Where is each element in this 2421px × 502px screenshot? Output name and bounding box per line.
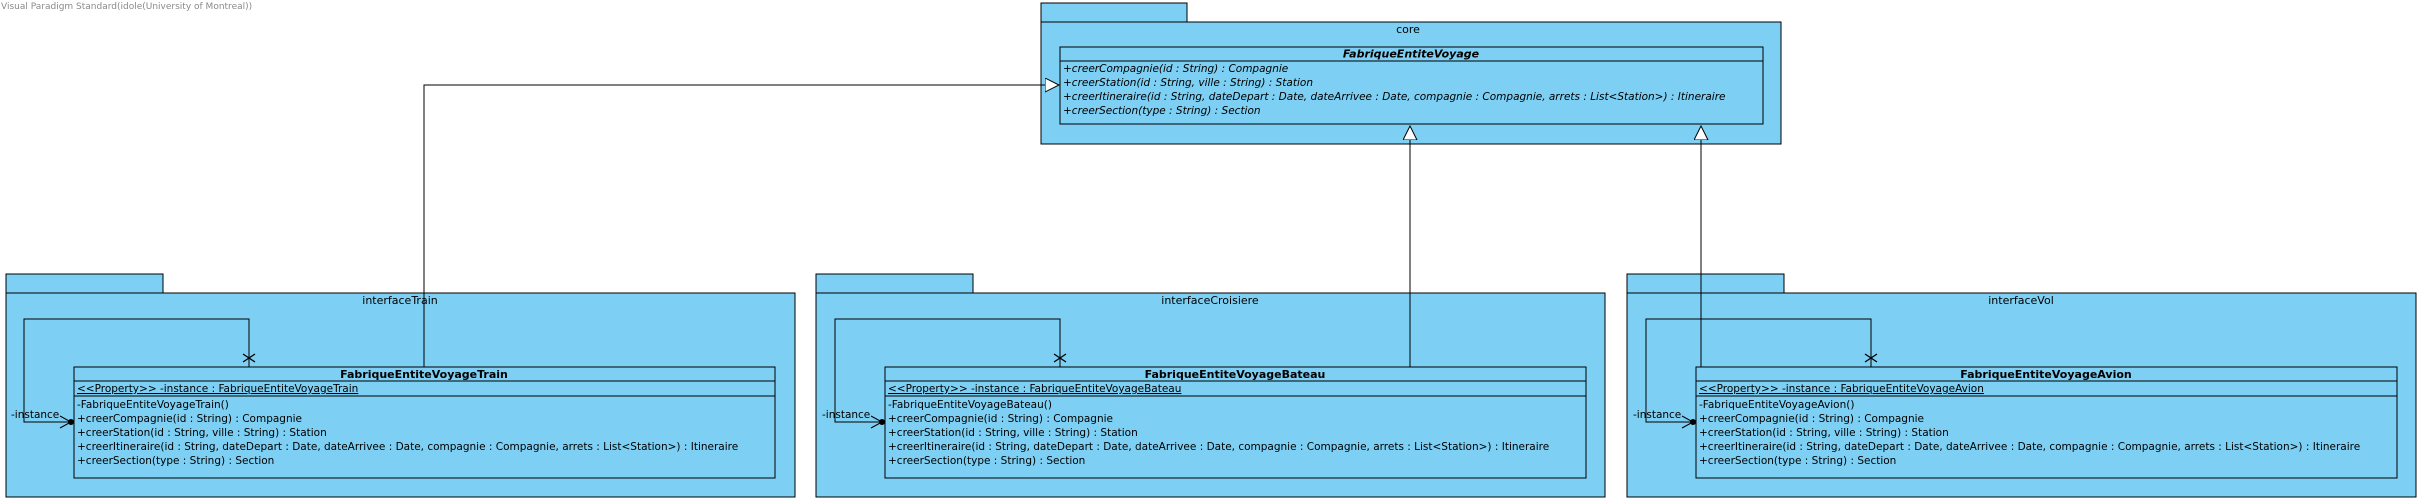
self-association-bateau[interactable]: -instance [822,318,1067,429]
package-title: interfaceCroisiere [1161,294,1259,307]
class-box [1695,366,2398,479]
composition-dot-icon [68,419,74,425]
package-tab [5,273,164,294]
operation: +creerCompagnie(id : String) : Compagnie [1063,63,1288,75]
composition-dot-icon [879,419,885,425]
operation: -FabriqueEntiteVoyageBateau() [888,399,1052,411]
operation: +creerCompagnie(id : String) : Compagnie [1699,413,1924,425]
role-label: -instance [822,409,870,421]
package-title: core [1396,23,1420,36]
operation: -FabriqueEntiteVoyageTrain() [77,399,229,411]
watermark: Visual Paradigm Standard(idole(Universit… [1,2,253,12]
class-name: FabriqueEntiteVoyageTrain [340,368,508,381]
attribute: <<Property>> -instance : FabriqueEntiteV… [888,383,1181,395]
attribute: <<Property>> -instance : FabriqueEntiteV… [1699,383,1984,395]
package-tab [1626,273,1785,294]
operation: +creerStation(id : String, ville : Strin… [1699,427,1949,439]
operation: +creerStation(id : String, ville : Strin… [1063,77,1313,89]
navigability-x-icon [1053,353,1067,363]
attribute: <<Property>> -instance : FabriqueEntiteV… [77,383,358,395]
operation: +creerItineraire(id : String, dateDepart… [77,441,738,453]
operation: +creerSection(type : String) : Section [1063,105,1261,117]
operation: -FabriqueEntiteVoyageAvion() [1699,399,1854,411]
operation: +creerCompagnie(id : String) : Compagnie [77,413,302,425]
operation: +creerItineraire(id : String, dateDepart… [1063,91,1725,103]
class-name: FabriqueEntiteVoyageBateau [1145,368,1326,381]
class-fabrique-entite-voyage-avion[interactable]: FabriqueEntiteVoyageAvion <<Property>> -… [1695,366,2398,479]
class-fabrique-entite-voyage[interactable]: FabriqueEntiteVoyage +creerCompagnie(id … [1059,46,1764,125]
operation: +creerCompagnie(id : String) : Compagnie [888,413,1113,425]
operation: +creerItineraire(id : String, dateDepart… [1699,441,2360,453]
navigability-x-icon [242,353,256,363]
operation: +creerSection(type : String) : Section [888,455,1085,467]
package-tab [1040,2,1188,23]
operation: +creerStation(id : String, ville : Strin… [77,427,327,439]
class-fabrique-entite-voyage-train[interactable]: FabriqueEntiteVoyageTrain <<Property>> -… [73,366,776,479]
self-association-avion[interactable]: -instance [1633,318,1878,429]
navigability-x-icon [1864,353,1878,363]
class-fabrique-entite-voyage-bateau[interactable]: FabriqueEntiteVoyageBateau <<Property>> … [884,366,1587,479]
class-name: FabriqueEntiteVoyageAvion [1960,368,2131,381]
class-name: FabriqueEntiteVoyage [1343,48,1480,61]
operation: +creerSection(type : String) : Section [1699,455,1896,467]
operation: +creerStation(id : String, ville : Strin… [888,427,1138,439]
operation: +creerSection(type : String) : Section [77,455,274,467]
role-label: -instance [11,409,59,421]
package-title: interfaceTrain [362,294,437,307]
package-title: interfaceVol [1988,294,2054,307]
generalization-train[interactable] [423,85,1059,367]
operation: +creerItineraire(id : String, dateDepart… [888,441,1549,453]
package-tab [815,273,974,294]
self-association-train[interactable]: -instance [11,318,256,429]
class-box [884,366,1587,479]
composition-dot-icon [1690,419,1696,425]
class-box [73,366,776,479]
role-label: -instance [1633,409,1681,421]
